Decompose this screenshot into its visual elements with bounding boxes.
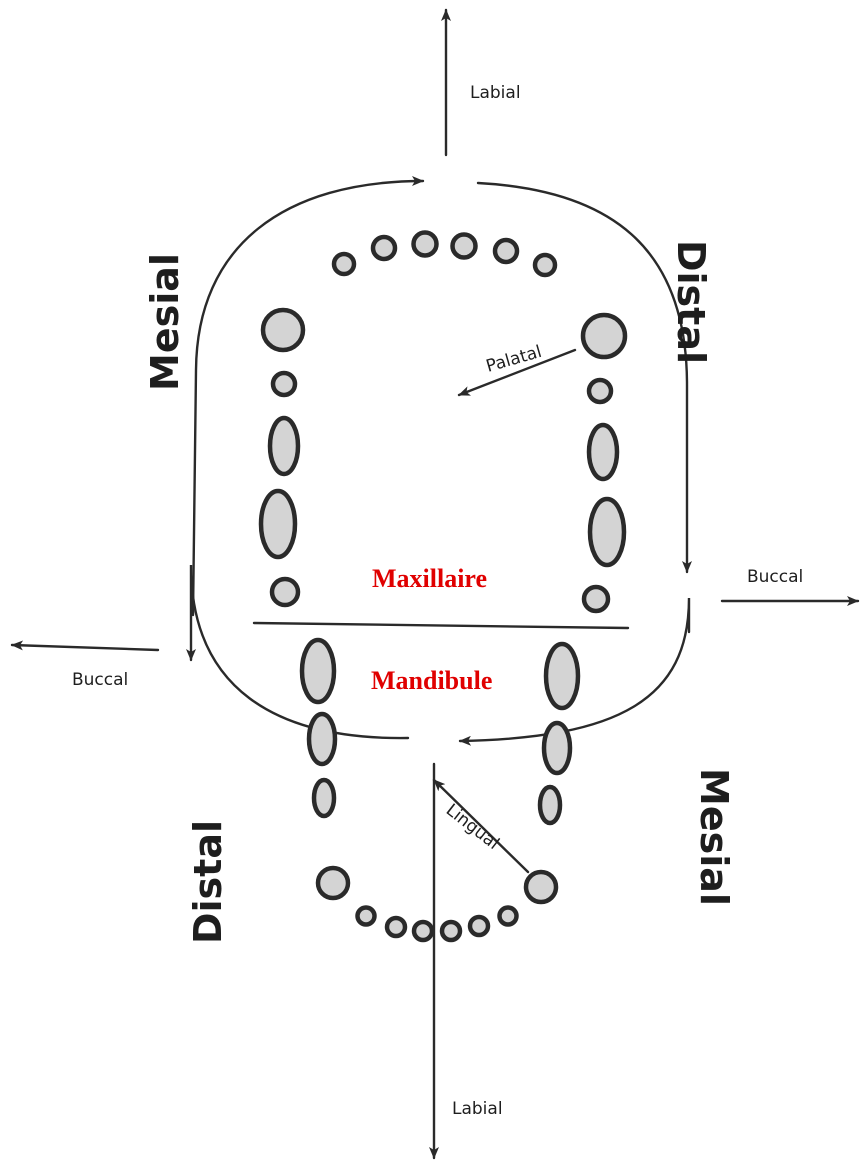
tooth <box>270 370 298 398</box>
tooth <box>497 905 519 927</box>
palatal-arrow <box>457 348 577 397</box>
lingual-label: Lingual <box>442 800 503 854</box>
tooth <box>580 312 628 360</box>
lower-teeth <box>299 637 581 943</box>
tooth <box>267 415 301 477</box>
tooth <box>541 720 573 776</box>
maxillaire-label: Maxillaire <box>372 564 487 593</box>
tooth <box>450 232 478 260</box>
tooth <box>581 584 611 614</box>
upper-teeth <box>258 230 628 614</box>
tooth <box>331 251 357 277</box>
labial-top-label: Labial <box>470 83 521 103</box>
tooth <box>467 914 491 938</box>
mesial-lower-label: Mesial <box>692 768 736 906</box>
distal-lower-arrow <box>186 564 410 740</box>
tooth <box>269 576 301 608</box>
buccal-left-arrow <box>10 640 160 652</box>
mesial-upper-arrow <box>191 176 425 617</box>
tooth <box>260 307 306 353</box>
tooth <box>258 488 298 560</box>
mesial-upper-label: Mesial <box>143 253 187 391</box>
tooth <box>586 422 620 482</box>
tooth <box>532 252 558 278</box>
tooth <box>384 915 408 939</box>
tooth <box>523 869 559 905</box>
tooth <box>492 237 520 265</box>
palatal-label: Palatal <box>484 342 544 377</box>
lingual-arrow <box>432 778 530 874</box>
tooth <box>355 905 377 927</box>
tooth <box>543 641 581 711</box>
tooth <box>315 865 351 901</box>
buccal-left-label: Buccal <box>72 670 128 690</box>
tooth <box>299 637 337 705</box>
tooth <box>411 230 439 258</box>
tooth <box>587 496 627 568</box>
tooth <box>311 777 337 819</box>
buccal-right-label: Buccal <box>747 567 803 587</box>
tooth <box>411 919 435 943</box>
tooth <box>370 234 398 262</box>
mandibule-label: Mandibule <box>371 666 492 695</box>
distal-upper-arrow <box>476 181 692 574</box>
tooth <box>306 711 338 767</box>
distal-upper-label: Distal <box>669 240 713 364</box>
distal-lower-label: Distal <box>186 820 230 944</box>
tooth <box>439 919 463 943</box>
mesial-lower-arrow <box>458 597 691 746</box>
labial-bottom-label: Labial <box>452 1099 503 1119</box>
tooth <box>537 784 563 826</box>
jaw-divider <box>252 621 630 630</box>
tooth <box>586 377 614 405</box>
